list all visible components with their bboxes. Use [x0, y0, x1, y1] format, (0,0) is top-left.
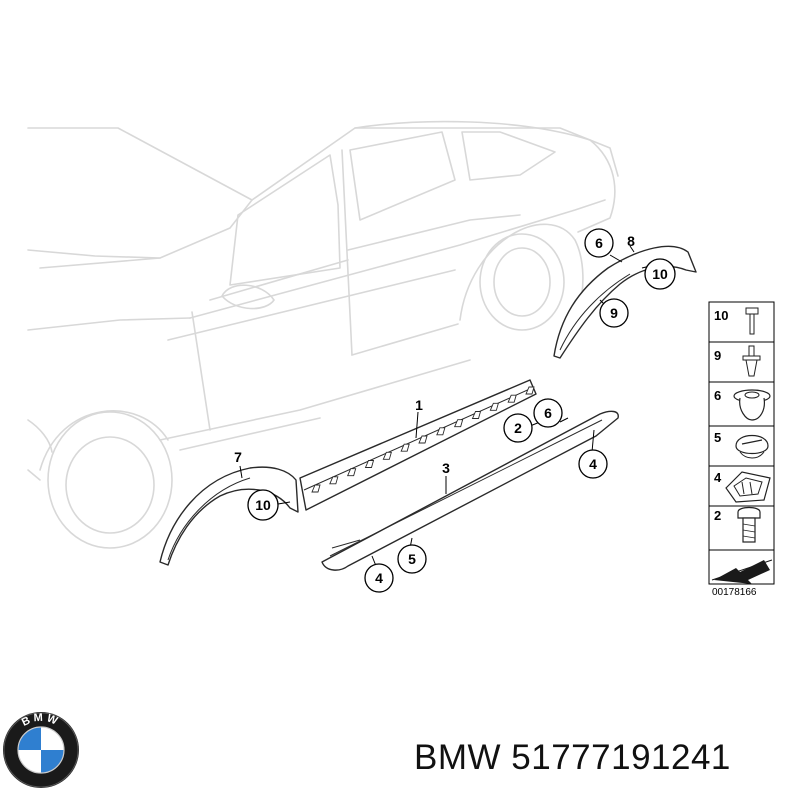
clip-nut-icon	[735, 434, 769, 459]
sill-clip	[489, 402, 499, 411]
callout-8-top: 8	[627, 233, 635, 249]
part-number: 51777191241	[511, 738, 731, 777]
svg-text:1: 1	[415, 397, 423, 413]
svg-text:8: 8	[627, 233, 635, 249]
sill-clip	[507, 394, 517, 403]
expanding-clip-icon	[733, 389, 771, 421]
svg-text:10: 10	[652, 266, 668, 282]
callout-7: 7	[234, 449, 242, 465]
svg-text:3: 3	[442, 460, 450, 476]
part-front-arch-trim	[159, 466, 299, 566]
svg-text:6: 6	[544, 405, 552, 421]
sill-clip	[400, 443, 410, 452]
sill-clip	[311, 484, 321, 493]
arrow-icon	[711, 559, 773, 584]
callout-10-left: 10	[247, 489, 279, 521]
sill-clip	[346, 468, 357, 477]
svg-text:9: 9	[610, 305, 618, 321]
legend-number-10: 10	[714, 308, 728, 323]
callout-4-right: 4	[578, 449, 608, 479]
legend-number-5: 5	[714, 430, 721, 445]
svg-text:4: 4	[589, 456, 597, 472]
legend-number-4: 4	[714, 470, 722, 485]
svg-text:10: 10	[255, 497, 271, 513]
svg-text:5: 5	[408, 551, 416, 567]
callout-10-top: 10	[644, 258, 676, 290]
callout-6-top: 6	[584, 228, 614, 258]
sill-clip	[364, 460, 375, 468]
svg-text:BMW: BMW	[20, 712, 62, 729]
callout-9: 9	[599, 298, 629, 328]
rivet-icon	[745, 307, 759, 335]
legend-number-9: 9	[714, 348, 721, 363]
callout-4-left: 4	[364, 563, 394, 593]
svg-text:7: 7	[234, 449, 242, 465]
svg-text:6: 6	[595, 235, 603, 251]
sill-clip	[525, 386, 535, 395]
mounting-bracket-icon	[725, 471, 771, 503]
callout-2: 2	[503, 413, 533, 443]
callout-1: 1	[415, 397, 423, 413]
sill-clip	[471, 411, 482, 419]
svg-text:4: 4	[375, 570, 383, 586]
callout-6-sill: 6	[533, 398, 563, 428]
pin-clip-icon	[742, 345, 761, 377]
diagram-id: 00178166	[712, 587, 757, 598]
car-outline	[27, 120, 619, 549]
fastener-legend: 10 9 6 5 4 2	[708, 301, 775, 598]
bmw-logo-icon: BMW	[3, 712, 79, 788]
sill-clip	[418, 435, 428, 444]
sill-clip	[329, 476, 339, 485]
svg-text:2: 2	[514, 420, 522, 436]
callout-3: 3	[442, 460, 450, 476]
sill-clip	[436, 427, 446, 436]
screw-icon	[737, 506, 761, 543]
part-sill-strip	[299, 379, 537, 511]
sill-clip	[382, 451, 392, 460]
callout-5: 5	[397, 544, 427, 574]
brand-name: BMW	[414, 738, 502, 777]
legend-number-6: 6	[714, 388, 721, 403]
part-caption: BMW 51777191241	[414, 738, 731, 778]
sill-clip	[453, 419, 464, 428]
part-rocker-panel	[321, 410, 619, 571]
part-rear-arch-trim	[553, 245, 697, 359]
leader-lines	[239, 245, 651, 567]
legend-number-2: 2	[714, 508, 721, 523]
